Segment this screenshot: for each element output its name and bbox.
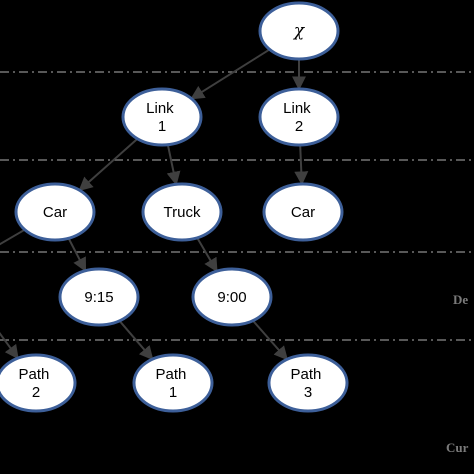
node-path-1-shape xyxy=(132,353,214,413)
node-path-3-label-line-1: Path xyxy=(290,366,321,383)
edge-car-left-to-offleft-a xyxy=(0,228,26,246)
node-time-915-shape xyxy=(58,267,140,327)
node-path-2-label: Path 2 xyxy=(18,366,53,401)
node-car-right: Car xyxy=(262,182,344,242)
node-link-1-label-line-2: 1 xyxy=(158,118,166,135)
edge-root-to-link1 xyxy=(190,48,271,100)
node-path-1: Path 1 xyxy=(132,353,214,413)
edge-time-900-to-path3 xyxy=(252,319,289,361)
node-car-left-label: Car xyxy=(43,204,67,221)
node-truck-label: Truck xyxy=(164,204,201,221)
node-link-1-shape xyxy=(121,87,203,147)
edge-link2-to-car-right xyxy=(294,144,309,186)
node-link-2-label: Link 2 xyxy=(283,100,315,135)
node-link-2: Link 2 xyxy=(258,87,340,147)
node-time-915-label: 9:15 xyxy=(84,289,113,306)
edges xyxy=(0,48,309,361)
node-path-2-label-line-2: 2 xyxy=(32,384,40,401)
node-path-2: Path 2 xyxy=(0,353,77,413)
node-link-1: Link 1 xyxy=(121,87,203,147)
node-truck-label-line-1: Truck xyxy=(164,204,201,221)
nodes: χ Link 1 Link 2 Car Truck xyxy=(0,1,349,413)
node-path-2-shape xyxy=(0,353,77,413)
edge-link1-to-truck xyxy=(166,144,181,186)
level-label-right-1: De xyxy=(453,292,468,307)
node-car-right-shape xyxy=(262,182,344,242)
node-time-900-label: 9:00 xyxy=(217,289,246,306)
node-car-left-shape xyxy=(14,182,96,242)
level-separators xyxy=(0,71,474,341)
node-root-label: χ xyxy=(293,21,306,41)
node-path-3: Path 3 xyxy=(267,353,349,413)
node-path-1-label-line-1: Path xyxy=(155,366,186,383)
node-car-right-label: Car xyxy=(291,204,315,221)
edge-offleft-b-to-path2 xyxy=(0,331,19,360)
edge-time-915-to-path1 xyxy=(118,320,154,361)
node-path-1-label: Path 1 xyxy=(155,366,190,401)
node-truck: Truck xyxy=(141,182,223,242)
node-car-right-label-line-1: Car xyxy=(291,204,315,221)
node-link-2-shape xyxy=(258,87,340,147)
node-time-900-label-line-1: 9:00 xyxy=(217,289,246,306)
node-root: χ xyxy=(258,1,340,61)
node-path-3-label-line-2: 3 xyxy=(304,384,312,401)
node-path-3-label: Path 3 xyxy=(290,366,325,401)
node-time-900: 9:00 xyxy=(191,267,273,327)
node-link-1-label: Link 1 xyxy=(146,100,178,135)
node-link-2-label-line-1: Link xyxy=(283,100,311,117)
node-path-2-label-line-1: Path xyxy=(18,366,49,383)
node-car-left-label-line-1: Car xyxy=(43,204,67,221)
node-path-1-label-line-2: 1 xyxy=(169,384,177,401)
edge-link1-to-car-left xyxy=(78,138,139,192)
edge-truck-to-time-900 xyxy=(196,237,218,273)
node-root-label-line-1: χ xyxy=(293,21,306,41)
node-root-shape xyxy=(258,1,340,61)
level-labels: De Cur xyxy=(446,292,469,455)
node-time-915-label-line-1: 9:15 xyxy=(84,289,113,306)
node-car-left: Car xyxy=(14,182,96,242)
level-label-right-2: Cur xyxy=(446,440,469,455)
node-time-900-shape xyxy=(191,267,273,327)
edge-car-left-to-time-915 xyxy=(67,237,87,272)
node-time-915: 9:15 xyxy=(58,267,140,327)
node-link-2-label-line-2: 2 xyxy=(295,118,303,135)
node-link-1-label-line-1: Link xyxy=(146,100,174,117)
node-truck-shape xyxy=(141,182,223,242)
node-path-3-shape xyxy=(267,353,349,413)
